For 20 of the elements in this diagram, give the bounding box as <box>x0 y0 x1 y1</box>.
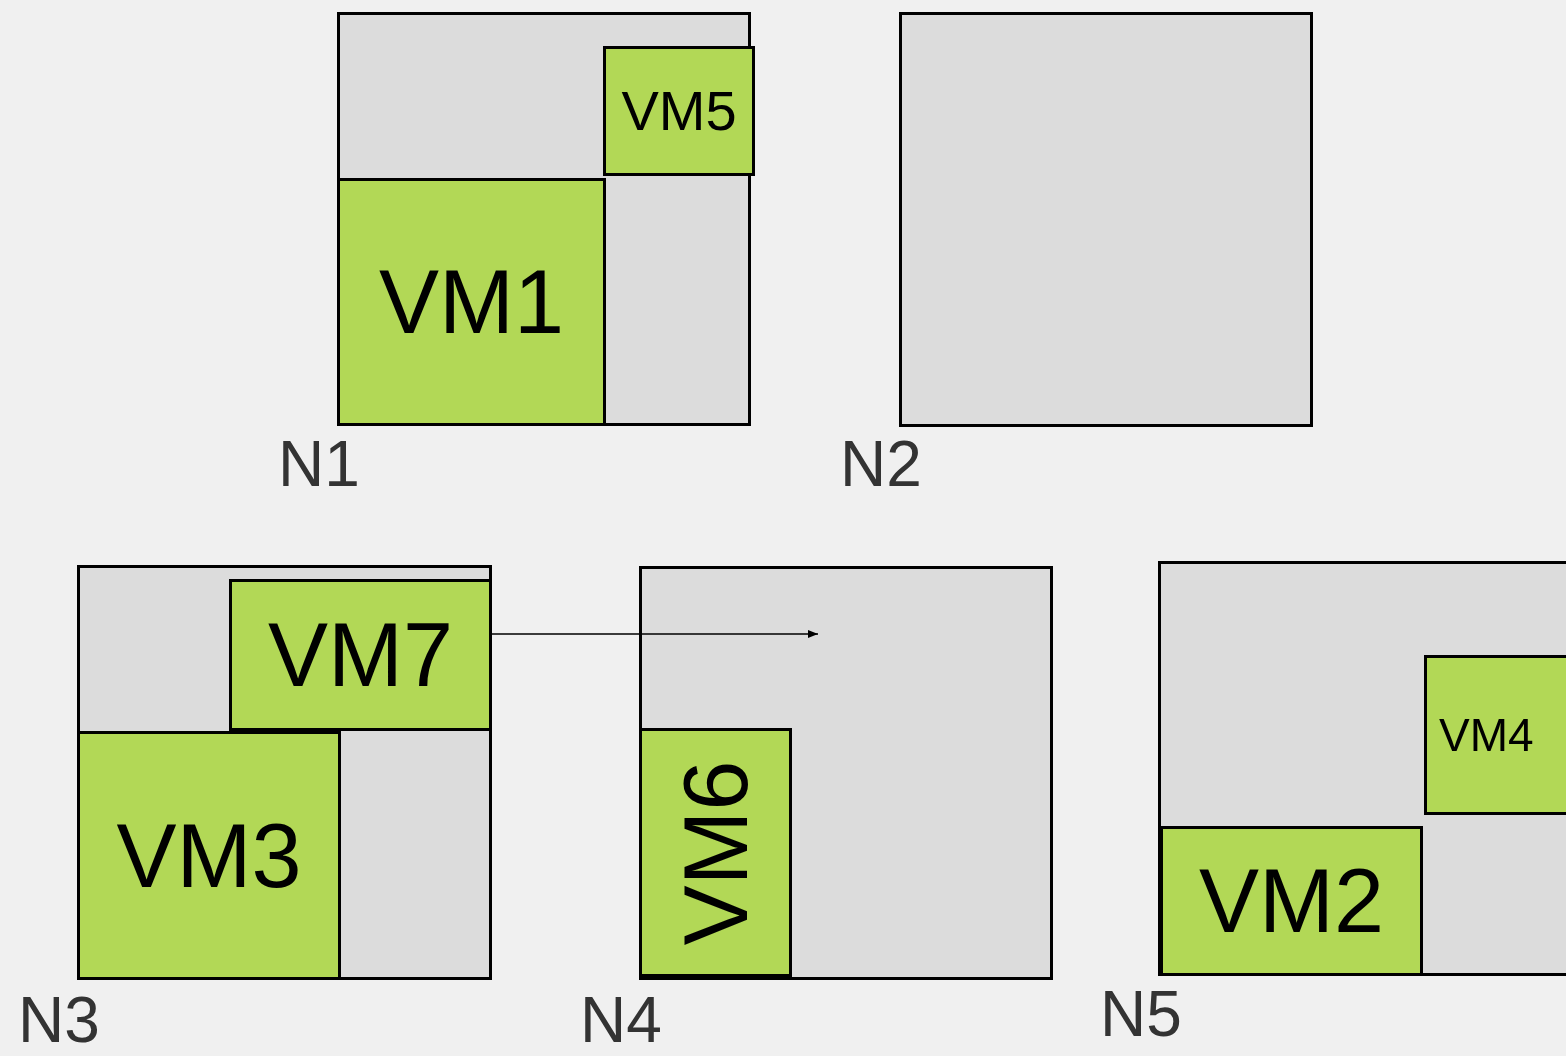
vm-box <box>1160 826 1423 976</box>
vm-box <box>337 178 606 426</box>
host-label: N3 <box>18 988 100 1052</box>
host-label: N4 <box>580 988 662 1052</box>
vm-label: VM1 <box>378 257 565 347</box>
migration-arrow <box>491 630 819 638</box>
vm-label: VM5 <box>621 83 737 139</box>
vm-box <box>603 46 755 176</box>
host-label: N5 <box>1100 982 1182 1046</box>
vm-label: VM6 <box>670 759 761 946</box>
vm-box <box>1424 655 1566 815</box>
vm-box <box>229 579 492 731</box>
vm-label: VM7 <box>267 610 454 700</box>
vm-box <box>639 728 792 977</box>
vm-label: VM2 <box>1198 856 1385 946</box>
host-label: N2 <box>840 432 922 496</box>
vm-label: VM3 <box>116 810 302 901</box>
vm-box <box>77 731 341 980</box>
host-label: N1 <box>278 432 360 496</box>
vm-label: VM4 <box>1439 712 1534 758</box>
